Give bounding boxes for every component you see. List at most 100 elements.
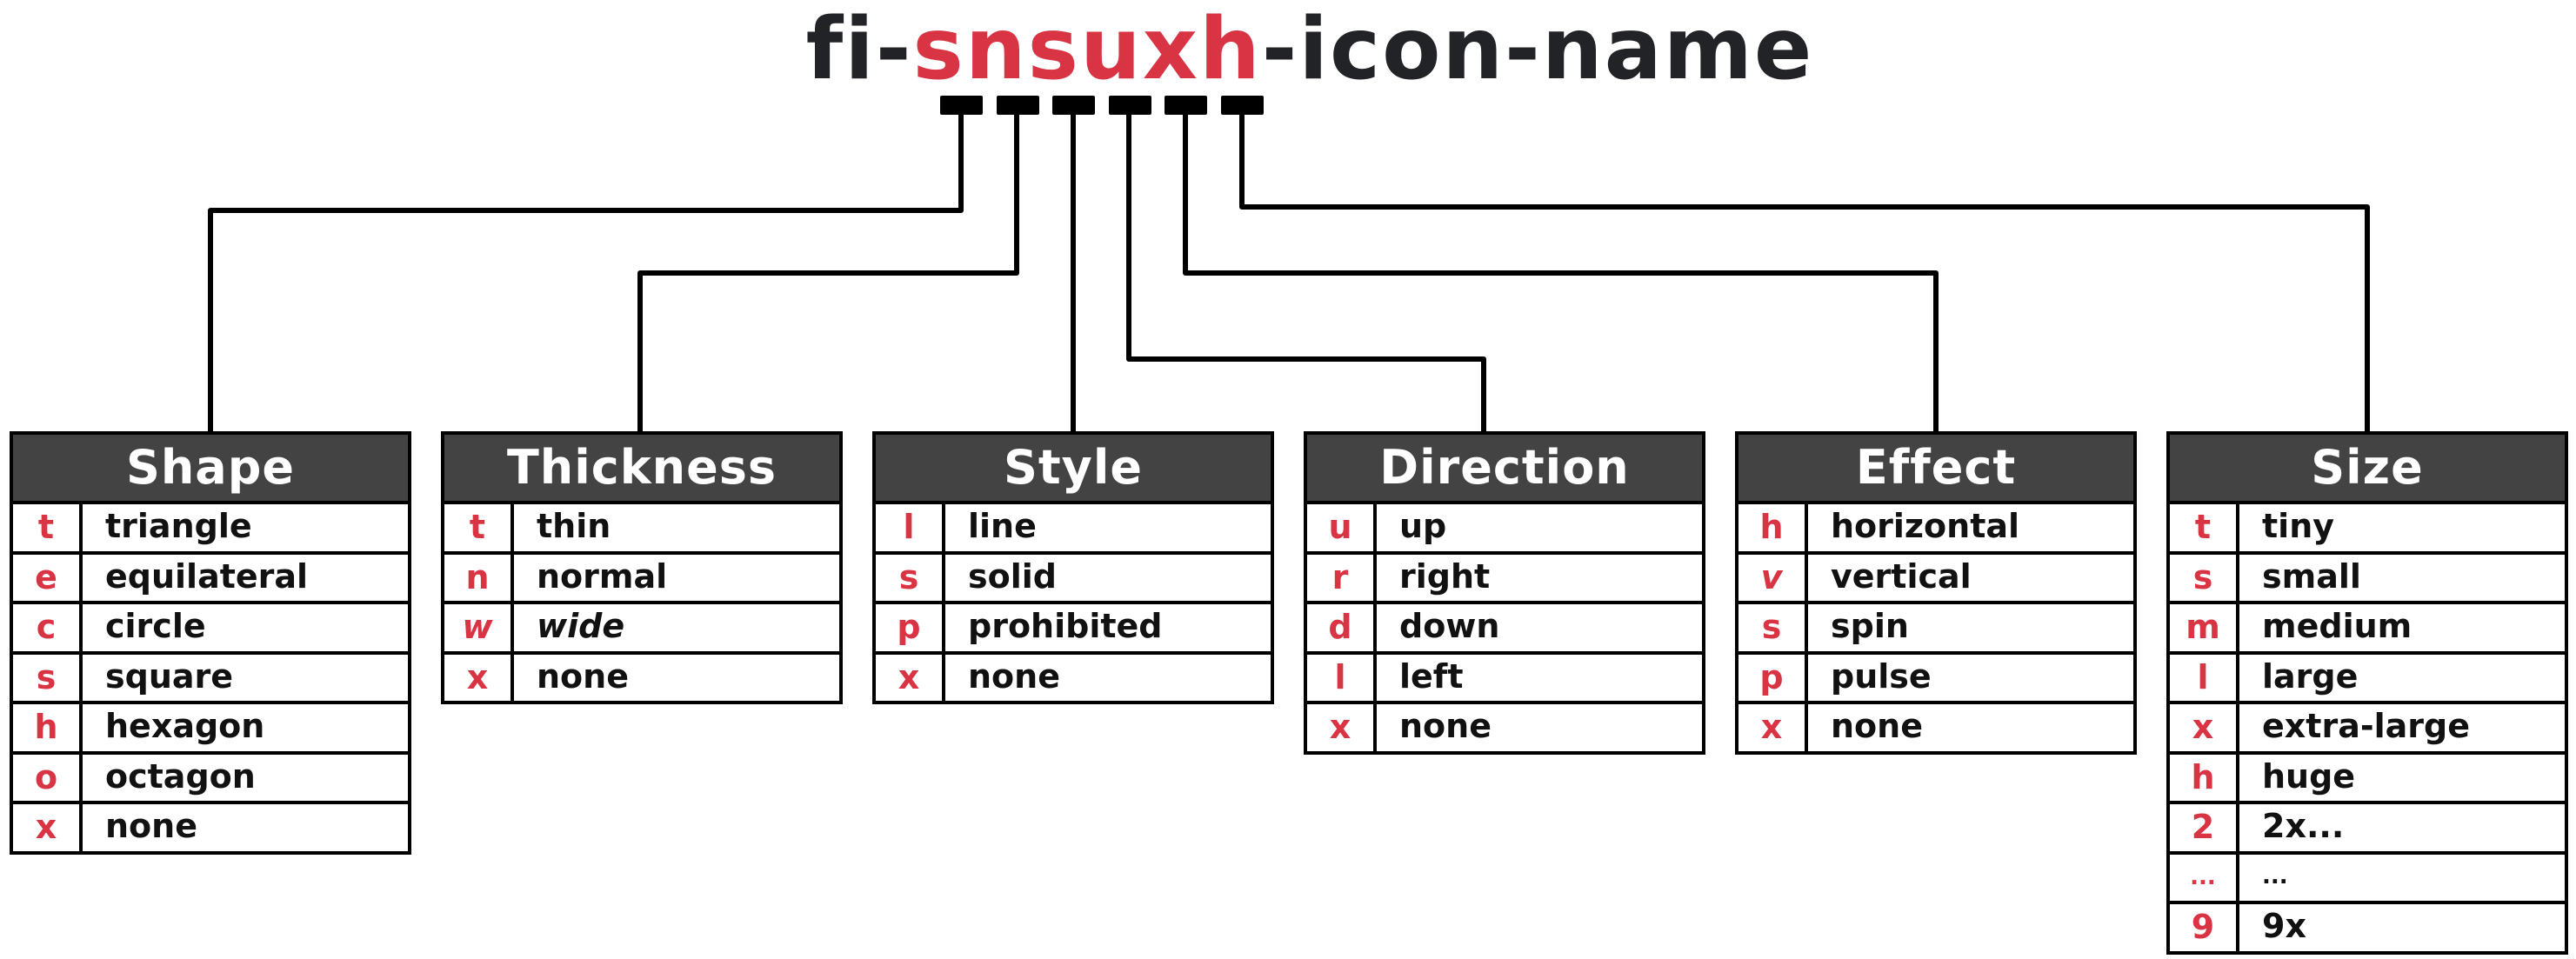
option-value: small <box>2262 556 2361 596</box>
option-key: x <box>444 654 514 701</box>
option-key: s <box>2170 554 2239 601</box>
connector-thickness <box>637 113 1019 433</box>
option-key: x <box>1307 704 1377 751</box>
option-key: t <box>13 504 83 551</box>
connector-size <box>1239 113 2370 433</box>
option-value: line <box>968 507 1037 545</box>
option-value: horizontal <box>1831 507 2020 545</box>
table-row: x extra-large <box>2170 704 2565 755</box>
table-header: Style <box>876 435 1271 504</box>
option-value: vertical <box>1831 556 1972 596</box>
option-key: s <box>1738 604 1808 651</box>
option-value: thin <box>537 507 611 545</box>
connector-lines <box>208 113 2370 433</box>
option-key: u <box>1307 504 1377 551</box>
option-key: l <box>1307 654 1377 701</box>
option-value: circle <box>105 607 206 645</box>
option-value: triangle <box>105 507 252 545</box>
segment-markers <box>940 96 1264 115</box>
option-value: right <box>1399 556 1491 596</box>
option-key: h <box>1738 504 1808 551</box>
table-row: 2 2x... <box>2170 804 2565 855</box>
option-value: none <box>968 656 1060 696</box>
table-header: Size <box>2170 435 2565 504</box>
option-key: 9 <box>2170 904 2239 951</box>
connector-effect <box>1183 113 1939 433</box>
segment-marker-direction <box>1109 96 1151 115</box>
option-value: down <box>1399 607 1500 645</box>
option-value: equilateral <box>105 556 309 596</box>
table-row: 9 9x <box>2170 904 2565 951</box>
table-header: Thickness <box>444 435 839 504</box>
segment-marker-effect <box>1165 96 1207 115</box>
option-value: extra-large <box>2262 707 2470 745</box>
option-key: x <box>2170 704 2239 751</box>
table-row: e equilateral <box>13 554 408 604</box>
option-value: 9x <box>2262 907 2306 945</box>
option-key: d <box>1307 604 1377 651</box>
option-key: s <box>876 554 945 601</box>
option-value: none <box>1831 707 1923 745</box>
option-key: h <box>13 704 83 751</box>
title-code: snsuxh <box>912 0 1262 99</box>
option-key: 2 <box>2170 804 2239 851</box>
option-key: s <box>13 654 83 701</box>
option-value: none <box>537 656 629 696</box>
option-value: up <box>1399 507 1447 545</box>
option-key: v <box>1738 554 1808 601</box>
option-key: t <box>444 504 514 551</box>
option-key: r <box>1307 554 1377 601</box>
table-header: Shape <box>13 435 408 504</box>
table-row: h horizontal <box>1738 504 2133 555</box>
option-value: huge <box>2262 756 2356 796</box>
option-key: l <box>876 504 945 551</box>
option-value: square <box>105 656 234 696</box>
connector-direction <box>1126 113 1486 433</box>
option-key: o <box>13 754 83 801</box>
option-value: hexagon <box>105 707 265 745</box>
option-key: p <box>876 604 945 651</box>
naming-pattern-title: fi-snsuxh-icon-name <box>0 2 2576 97</box>
option-value: wide <box>537 607 625 645</box>
segment-marker-shape <box>940 96 983 115</box>
table-row: ...... <box>2170 854 2565 904</box>
option-key: p <box>1738 654 1808 701</box>
option-key: t <box>2170 504 2239 551</box>
option-value: 2x... <box>2262 807 2345 845</box>
option-value: ... <box>2262 862 2288 889</box>
connector-shape <box>208 113 964 433</box>
table-row: h hexagon <box>13 704 408 755</box>
option-key: e <box>13 554 83 601</box>
option-value: solid <box>968 556 1057 596</box>
option-key: x <box>13 804 83 851</box>
option-value: medium <box>2262 607 2412 645</box>
segment-marker-size <box>1221 96 1264 115</box>
option-key: m <box>2170 604 2239 651</box>
